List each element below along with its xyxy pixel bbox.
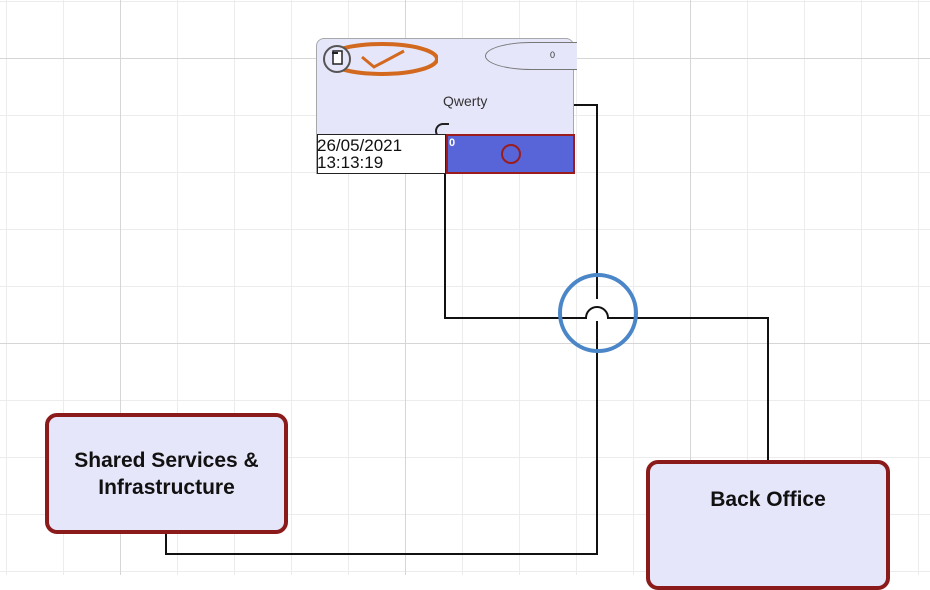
qwerty-card[interactable]: 0 Qwerty 26/05/2021 13:13:19 0 [316, 38, 577, 174]
node-back-office-label: Back Office [710, 488, 826, 511]
status-box[interactable]: 0 [446, 134, 575, 174]
card-title: Qwerty [443, 93, 488, 109]
timestamp-date: 26/05/2021 [317, 136, 403, 155]
counter-pill[interactable]: 0 [485, 42, 577, 70]
timestamp-time: 13:13:19 [317, 153, 384, 172]
connector-status-to-backoffice[interactable] [444, 174, 769, 462]
node-shared-services[interactable]: Shared Services & Infrastructure [45, 413, 288, 534]
crossing-highlight [558, 273, 638, 353]
connector-card-to-shared[interactable] [165, 104, 598, 555]
connector-lines [165, 104, 769, 555]
counter-value: 0 [549, 50, 555, 60]
checkmark-icon [322, 41, 439, 77]
timestamp-box: 26/05/2021 13:13:19 [317, 134, 446, 174]
status-circle-icon [501, 144, 521, 164]
node-back-office[interactable]: Back Office [646, 460, 890, 590]
status-number: 0 [449, 137, 456, 149]
node-shared-services-label: Shared Services & Infrastructure [74, 448, 259, 499]
